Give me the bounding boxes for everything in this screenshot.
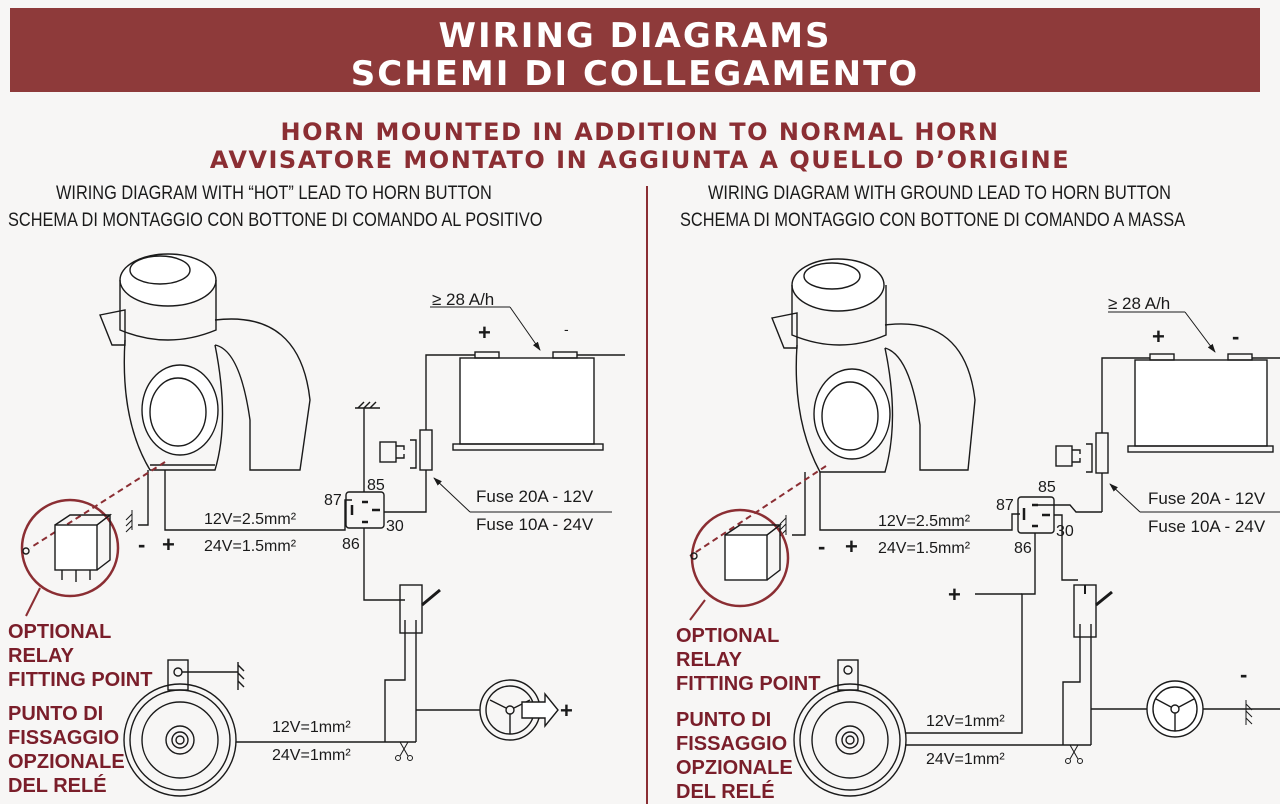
right-horn-plus: + — [845, 534, 858, 559]
title-english: WIRING DIAGRAMS — [438, 16, 832, 56]
right-twin-horn-icon — [771, 258, 976, 473]
right-feed-plus: + — [948, 582, 961, 607]
right-battery — [1134, 359, 1268, 447]
right-scissors-icon — [1065, 744, 1083, 764]
right-note-it-line-3: OPZIONALE — [676, 757, 793, 779]
left-note-english: OPTIONAL RELAY FITTING POINT — [8, 620, 152, 692]
right-relay-pin-87: 87 — [996, 497, 1014, 514]
right-note-it-line-1: PUNTO DI — [676, 709, 772, 731]
left-fuse-icon — [379, 441, 397, 463]
left-caption-english: WIRING DIAGRAM WITH “HOT” LEAD TO HORN B… — [56, 183, 492, 204]
right-wire-horn-24v: 24V=1mm² — [926, 751, 1005, 768]
left-note-it-line-4: DEL RELÉ — [8, 775, 107, 797]
right-steering-wheel-icon — [1146, 680, 1204, 738]
right-diagram — [689, 258, 1280, 797]
left-horn-plus: + — [162, 532, 175, 557]
left-fuse-holder — [419, 429, 433, 471]
left-battery-plus: + — [478, 320, 491, 345]
left-horn-minus: - — [138, 532, 145, 557]
right-battery-plus: + — [1152, 324, 1165, 349]
left-twin-horn-icon — [99, 253, 311, 471]
panel-divider — [646, 186, 648, 804]
right-disc-horn-icon — [793, 659, 907, 797]
right-note-english: OPTIONAL RELAY FITTING POINT — [676, 624, 820, 696]
right-relay-icon — [690, 523, 783, 581]
right-caption-english: WIRING DIAGRAM WITH GROUND LEAD TO HORN … — [708, 183, 1171, 204]
right-wire-main-12v: 12V=2.5mm² — [878, 513, 971, 530]
right-note-italian: PUNTO DI FISSAGGIO OPZIONALE DEL RELÉ — [676, 708, 793, 804]
left-battery-minus: - — [564, 321, 569, 337]
left-note-it-line-1: PUNTO DI — [8, 703, 104, 725]
left-relay-pin-87: 87 — [324, 492, 342, 509]
right-fuse-12v: Fuse 20A - 12V — [1148, 489, 1266, 508]
right-note-it-line-4: DEL RELÉ — [676, 781, 775, 803]
subtitle-english: HORN MOUNTED IN ADDITION TO NORMAL HORN — [280, 118, 1000, 146]
left-labels: ≥ 28 A/h + - Fuse 20A - 12V Fuse 10A - 2… — [138, 290, 594, 764]
left-note-en-line-1: OPTIONAL — [8, 621, 112, 643]
right-wire-horn-12v: 12V=1mm² — [926, 713, 1005, 730]
left-horn-switch — [399, 584, 423, 634]
left-ground-hatch — [125, 510, 133, 533]
left-relay-pin-85: 85 — [367, 477, 385, 494]
left-wire-main-24v: 24V=1.5mm² — [204, 538, 297, 555]
left-relay-pin-86: 86 — [342, 536, 360, 553]
left-battery-rating: ≥ 28 A/h — [432, 290, 494, 309]
left-note-en-line-3: FITTING POINT — [8, 669, 153, 691]
right-note-it-line-2: FISSAGGIO — [676, 733, 788, 755]
left-diagram — [20, 253, 625, 797]
left-relay-box — [345, 491, 385, 529]
left-disc-horn-icon — [123, 659, 245, 797]
right-relay-pin-85: 85 — [1038, 479, 1056, 496]
title-banner: WIRING DIAGRAMS SCHEMI DI COLLEGAMENTO — [10, 8, 1260, 94]
right-fuse-icon — [1055, 445, 1073, 467]
right-note-en-line-2: RELAY — [676, 649, 742, 671]
left-note-it-line-3: OPZIONALE — [8, 751, 125, 773]
left-wire-main-12v: 12V=2.5mm² — [204, 511, 297, 528]
left-wire-horn-12v: 12V=1mm² — [272, 719, 351, 736]
right-battery-rating: ≥ 28 A/h — [1108, 294, 1170, 313]
left-fuse-12v: Fuse 20A - 12V — [476, 487, 594, 506]
subtitle-italian: AVVISATORE MONTATO IN AGGIUNTA A QUELLO … — [209, 146, 1071, 174]
left-relay-icon — [22, 513, 113, 582]
left-wire-horn-24v: 24V=1mm² — [272, 747, 351, 764]
right-note-en-line-3: FITTING POINT — [676, 673, 821, 695]
left-steering-wheel-icon — [479, 679, 559, 741]
right-relay-pin-86: 86 — [1014, 540, 1032, 557]
right-fuse-holder — [1095, 432, 1109, 474]
right-relay-pin-30: 30 — [1056, 523, 1074, 540]
left-note-en-line-2: RELAY — [8, 645, 74, 667]
right-horn-minus: - — [818, 534, 825, 559]
left-note-italian: PUNTO DI FISSAGGIO OPZIONALE DEL RELÉ — [8, 702, 125, 798]
right-wire-main-24v: 24V=1.5mm² — [878, 540, 971, 557]
left-relay-pin-30: 30 — [386, 518, 404, 535]
title-italian: SCHEMI DI COLLEGAMENTO — [350, 54, 920, 94]
right-steering-ground-hatch — [1245, 700, 1253, 725]
left-steering-plus: + — [560, 698, 573, 723]
right-steering-minus: - — [1240, 662, 1247, 687]
right-fuse-24v: Fuse 10A - 24V — [1148, 517, 1266, 536]
right-note-en-line-1: OPTIONAL — [676, 625, 780, 647]
left-note-it-line-2: FISSAGGIO — [8, 727, 120, 749]
left-scissors-icon — [395, 741, 413, 761]
right-labels: ≥ 28 A/h + - Fuse 20A - 12V Fuse 10A - 2… — [818, 294, 1266, 768]
left-fuse-24v: Fuse 10A - 24V — [476, 515, 594, 534]
left-caption-italian: SCHEMA DI MONTAGGIO CON BOTTONE DI COMAN… — [8, 210, 543, 231]
right-caption-italian: SCHEMA DI MONTAGGIO CON BOTTONE DI COMAN… — [680, 210, 1186, 231]
left-battery — [459, 357, 595, 445]
right-battery-minus: - — [1232, 324, 1239, 349]
